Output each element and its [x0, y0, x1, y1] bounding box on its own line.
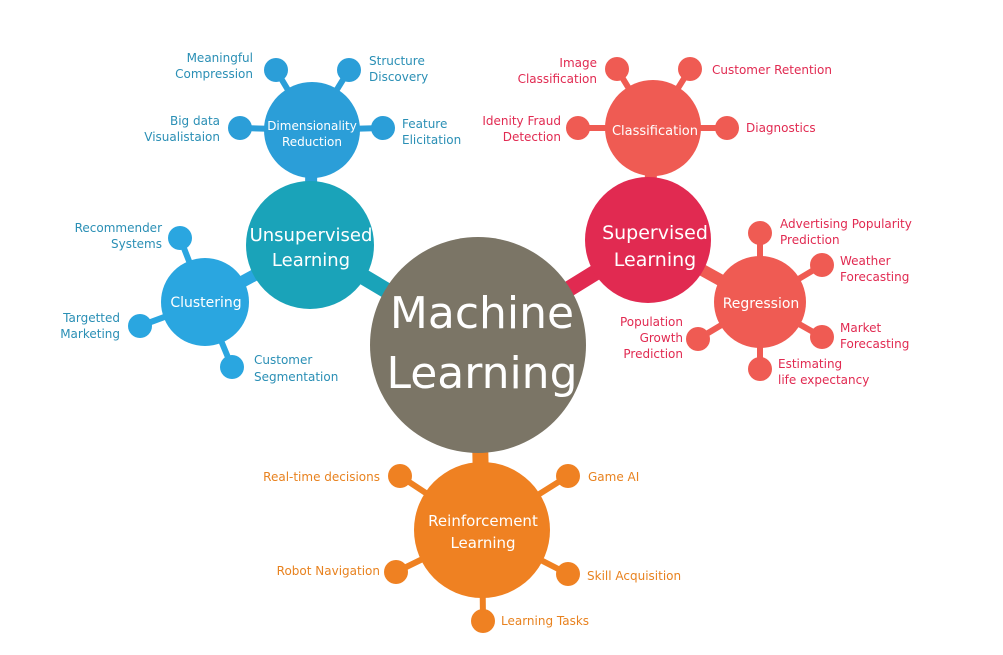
- leaf-label: Diagnostics: [746, 121, 816, 135]
- dimensionality-reduction-node: [264, 82, 360, 178]
- clustering-label: Clustering: [170, 295, 241, 311]
- leaf-label: Prediction: [623, 347, 683, 361]
- leaf-dot: [605, 57, 629, 81]
- leaf-label: Meaningful: [187, 51, 253, 65]
- leaf-label: Image: [559, 56, 597, 70]
- leaf-dot: [748, 357, 772, 381]
- leaf-label: Game AI: [588, 470, 639, 484]
- leaf-label: Weather: [840, 254, 891, 268]
- leaf-label: Systems: [111, 237, 162, 251]
- leaf-label: Learning Tasks: [501, 614, 589, 628]
- leaf-dot: [810, 253, 834, 277]
- leaf-dot: [337, 58, 361, 82]
- leaf-label: Market: [840, 321, 882, 335]
- leaf-label: Customer Retention: [712, 63, 832, 77]
- leaf-dot: [228, 116, 252, 140]
- leaf-label: Skill Acquisition: [587, 569, 681, 583]
- classification-node: [605, 80, 701, 176]
- leaf-label: Visualistaion: [144, 130, 220, 144]
- unsupervised-learning-node: [246, 181, 374, 309]
- leaf-dot: [810, 325, 834, 349]
- supervised-label-line2: Learning: [614, 249, 697, 271]
- unsupervised-label-line2: Learning: [272, 250, 350, 271]
- leaf-dot: [678, 57, 702, 81]
- leaf-label: Prediction: [780, 233, 840, 247]
- center-title-line2: Learning: [386, 348, 577, 399]
- leaf-label: Forecasting: [840, 337, 909, 351]
- classification-label: Classification: [612, 124, 698, 139]
- reinforcement-learning-node: [414, 462, 550, 598]
- clustering-node: [161, 258, 249, 346]
- unsupervised-label-line1: Unsupervised: [250, 225, 373, 246]
- leaf-label: Detection: [503, 130, 561, 144]
- leaf-label: Idenity Fraud: [482, 114, 561, 128]
- reinforcement-label-line1: Reinforcement: [428, 512, 538, 530]
- leaf-dots: [128, 57, 834, 633]
- leaf-label: Feature: [402, 117, 447, 131]
- leaf-label: Discovery: [369, 70, 428, 84]
- leaf-label: Compression: [175, 67, 253, 81]
- leaf-dot: [371, 116, 395, 140]
- leaf-dot: [556, 562, 580, 586]
- leaf-label: Segmentation: [254, 370, 338, 384]
- machine-learning-node: [370, 237, 586, 453]
- leaf-label: Targetted: [62, 311, 120, 325]
- regression-label: Regression: [723, 296, 800, 312]
- leaf-label: Forecasting: [840, 270, 909, 284]
- leaf-label: Real-time decisions: [263, 470, 380, 484]
- leaf-label: Estimating: [778, 357, 842, 371]
- leaf-label: Structure: [369, 54, 425, 68]
- supervised-learning-node: [585, 177, 711, 303]
- regression-node: [714, 256, 806, 348]
- leaf-dot: [220, 355, 244, 379]
- leaf-dot: [384, 560, 408, 584]
- dimensionality-label-line1: Dimensionality: [267, 119, 357, 133]
- leaf-dot: [566, 116, 590, 140]
- leaf-label: Marketing: [60, 327, 120, 341]
- leaf-dot: [128, 314, 152, 338]
- center-title-line1: Machine: [390, 288, 574, 339]
- leaf-dot: [715, 116, 739, 140]
- leaf-label: life expectancy: [778, 373, 869, 387]
- leaf-label: Growth: [640, 331, 683, 345]
- leaf-label: Customer: [254, 353, 312, 367]
- leaf-label: Population: [620, 315, 683, 329]
- leaf-label: Recommender: [75, 221, 162, 235]
- leaf-dot: [168, 226, 192, 250]
- leaf-dot: [471, 609, 495, 633]
- reinforcement-label-line2: Learning: [450, 534, 515, 552]
- leaf-dot: [556, 464, 580, 488]
- dimensionality-label-line2: Reduction: [282, 135, 342, 149]
- leaf-dot: [686, 327, 710, 351]
- leaf-label: Big data: [170, 114, 220, 128]
- leaf-label: Elicitation: [402, 133, 461, 147]
- supervised-label-line1: Supervised: [602, 222, 708, 244]
- leaf-label: Classification: [518, 72, 597, 86]
- leaf-dot: [264, 58, 288, 82]
- leaf-dot: [748, 221, 772, 245]
- leaf-label: Advertising Popularity: [780, 217, 912, 231]
- leaf-dot: [388, 464, 412, 488]
- leaf-label: Robot Navigation: [277, 564, 380, 578]
